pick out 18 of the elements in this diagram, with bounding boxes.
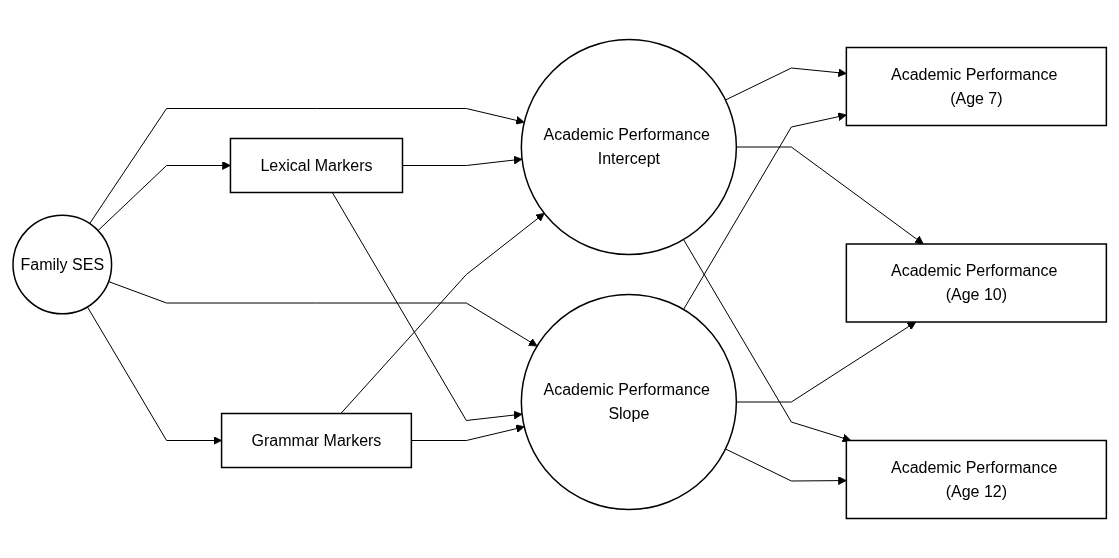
- arrow: [86, 306, 222, 445]
- node-box: Academic Performance (Age 7): [845, 46, 1107, 127]
- arrow: [340, 212, 545, 414]
- node-circle: Academic Performance Slope: [520, 293, 737, 511]
- arrow: [107, 281, 538, 347]
- node-box: Academic Performance (Age 12): [845, 439, 1107, 520]
- arrow: [682, 112, 847, 310]
- node-box: Grammar Markers: [220, 412, 412, 469]
- node-box: Academic Performance (Age 10): [845, 243, 1107, 323]
- node-circle: Academic Performance Intercept: [520, 38, 737, 256]
- node-circle: Family SES: [12, 214, 113, 315]
- arrow: [331, 192, 523, 421]
- arrow: [682, 239, 852, 443]
- arrow: [89, 108, 525, 224]
- arrow: [724, 448, 847, 485]
- arrow: [724, 67, 847, 101]
- arrow: [97, 161, 231, 232]
- node-box: Lexical Markers: [229, 137, 404, 194]
